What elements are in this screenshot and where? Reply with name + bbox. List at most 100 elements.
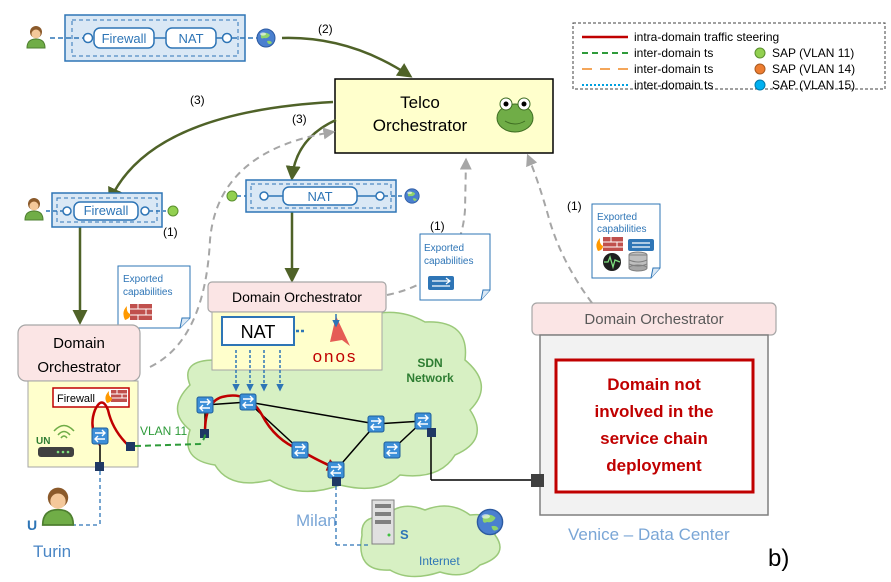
top-firewall-label: Firewall <box>102 31 147 46</box>
milan-switch-3-icon <box>367 415 385 433</box>
sdn-label-1: SDN <box>417 356 442 370</box>
top-internet-icon <box>256 28 276 48</box>
panel-label: b) <box>768 545 789 572</box>
venice-firewall-icon <box>596 237 623 251</box>
step1-venice-label: (1) <box>567 199 582 213</box>
legend-sap-green-icon <box>754 47 766 59</box>
venice-msg-1: Domain not <box>607 375 701 394</box>
step2-label: (2) <box>318 22 333 36</box>
telco-title-1: Telco <box>400 93 440 112</box>
arrow-step3-milan <box>285 118 337 181</box>
turin-exported-line1: Exported <box>123 274 163 285</box>
turin-service-chain: Firewall <box>24 192 179 228</box>
arrow-turin-export <box>149 127 336 368</box>
internet-globe-icon <box>476 508 504 536</box>
step3-milan-label: (3) <box>292 112 307 126</box>
legend-label-orange: inter-domain ts <box>634 62 713 76</box>
turin-firewall-icon <box>105 390 127 403</box>
step3-turin-label: (3) <box>190 93 205 107</box>
milan-exported-note: Exported capabilities <box>419 233 491 301</box>
server-label: S <box>400 527 409 542</box>
legend-label-green: inter-domain ts <box>634 46 713 60</box>
milan-switch-4-icon <box>414 412 432 430</box>
turin-switch-icon <box>91 427 109 445</box>
legend-sap-blue-icon <box>754 79 766 91</box>
turin-orch-title-2: Orchestrator <box>37 359 120 376</box>
un-label: UN <box>36 436 50 447</box>
milan-sap-icon <box>226 190 238 202</box>
firewall-icon <box>123 304 152 320</box>
step1-turin-label: (1) <box>163 225 178 239</box>
venice-exported-line1: Exported <box>597 212 637 223</box>
turin-port-out <box>126 442 135 451</box>
venice-msg-2: involved in the <box>594 402 713 421</box>
turin-orch-title-1: Domain <box>53 335 105 352</box>
turin-exported-line2: capabilities <box>123 287 172 298</box>
frog-icon <box>496 97 534 133</box>
milan-switch-2-icon <box>239 393 257 411</box>
venice-exported-line2: capabilities <box>597 224 646 235</box>
venice-msg-4: deployment <box>606 456 702 475</box>
venice-msg-3: service chain <box>600 429 708 448</box>
legend: intra-domain traffic steering inter-doma… <box>572 22 886 92</box>
turin-firewall-box <box>52 387 130 408</box>
top-service-chain: Firewall NAT <box>26 14 276 62</box>
top-user-icon <box>26 25 46 49</box>
milan-exported-line1: Exported <box>424 243 464 254</box>
milan-city-label: Milan <box>296 511 337 530</box>
venice-nat-icon <box>628 239 654 251</box>
top-nat-label: NAT <box>178 31 203 46</box>
legend-label-intra: intra-domain traffic steering <box>634 30 779 44</box>
arrow-venice-export <box>526 153 593 304</box>
venice-domain: Domain Orchestrator Domain not involved … <box>531 302 777 544</box>
sdn-label-2: Network <box>406 371 454 385</box>
turin-chain-user-icon <box>24 197 44 221</box>
milan-switch-7-icon <box>383 441 401 459</box>
milan-nat-label: NAT <box>241 322 276 342</box>
internet-cloud: S Internet <box>335 486 504 578</box>
legend-label-blue: inter-domain ts <box>634 78 713 92</box>
telco-title-2: Orchestrator <box>373 116 468 135</box>
turin-firewall-nf <box>73 201 139 221</box>
milan-switch-5-icon <box>291 441 309 459</box>
onos-label: onos <box>313 347 358 366</box>
arrow-step2 <box>281 36 413 78</box>
storage-icon <box>628 251 648 272</box>
legend-sap-orange: SAP (VLAN 14) <box>772 62 855 76</box>
wifi-router-icon <box>38 424 75 457</box>
turin-city-label: Turin <box>33 542 71 561</box>
milan-orch-title: Domain Orchestrator <box>232 289 362 305</box>
milan-port-venice <box>427 428 436 437</box>
nat-device-icon <box>428 276 454 290</box>
venice-port <box>531 474 544 487</box>
milan-exported-line2: capabilities <box>424 256 473 267</box>
legend-sap-green: SAP (VLAN 11) <box>772 46 854 60</box>
milan-port-egress <box>332 477 341 486</box>
internet-label: Internet <box>419 554 460 568</box>
legend-sap-blue: SAP (VLAN 15) <box>772 78 855 92</box>
step1-milan-label: (1) <box>430 219 445 233</box>
server-icon <box>371 499 395 545</box>
milan-switch-6-icon <box>327 461 345 479</box>
milan-nat-box <box>221 316 295 346</box>
milan-switch-1-icon <box>196 396 214 414</box>
venice-city-label: Venice – Data Center <box>568 525 730 544</box>
turin-port-user <box>95 462 104 471</box>
telco-orchestrator: Telco Orchestrator <box>334 78 554 154</box>
milan-internet-icon <box>404 188 420 204</box>
turin-sap-icon <box>167 205 179 217</box>
monitor-icon <box>603 253 621 271</box>
venice-exported-note: Exported capabilities <box>591 203 661 279</box>
turin-chain-firewall-label: Firewall <box>84 203 129 218</box>
vlan-label: VLAN 11 <box>140 424 187 438</box>
onos-logo: onos <box>313 314 358 366</box>
turin-user-icon <box>41 487 75 526</box>
vlan11-link <box>134 431 207 447</box>
venice-orch-title: Domain Orchestrator <box>584 311 723 328</box>
milan-chain-nat-label: NAT <box>307 189 332 204</box>
arrow-milan-export <box>386 157 472 296</box>
legend-sap-orange-icon <box>754 63 766 75</box>
venice-not-involved-box <box>554 358 755 494</box>
turin-exported-note: Exported capabilities <box>117 265 191 329</box>
